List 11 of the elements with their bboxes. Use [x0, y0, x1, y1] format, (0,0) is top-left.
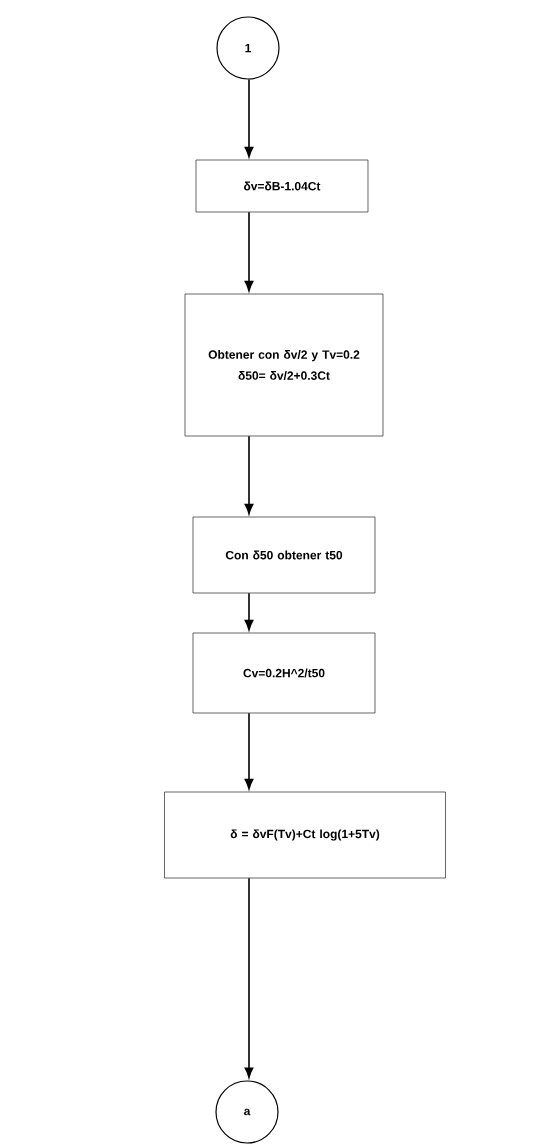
arrow — [244, 211, 254, 292]
process-box: δv=δB-1.04Ct — [195, 159, 369, 213]
process-box: δ = δvF(Tv)+Ct log(1+5Tv) — [164, 791, 446, 879]
arrow — [244, 712, 254, 790]
process-box: Obtener con δv/2 y Tv=0.2 δ50= δv/2+0.3Ct — [184, 293, 384, 437]
process-box: Con δ50 obtener t50 — [192, 516, 376, 594]
process-box: Cv=0.2H^2/t50 — [192, 632, 376, 714]
arrow — [244, 592, 254, 631]
arrow — [244, 435, 254, 515]
arrow — [244, 78, 254, 158]
arrow — [244, 877, 254, 1078]
